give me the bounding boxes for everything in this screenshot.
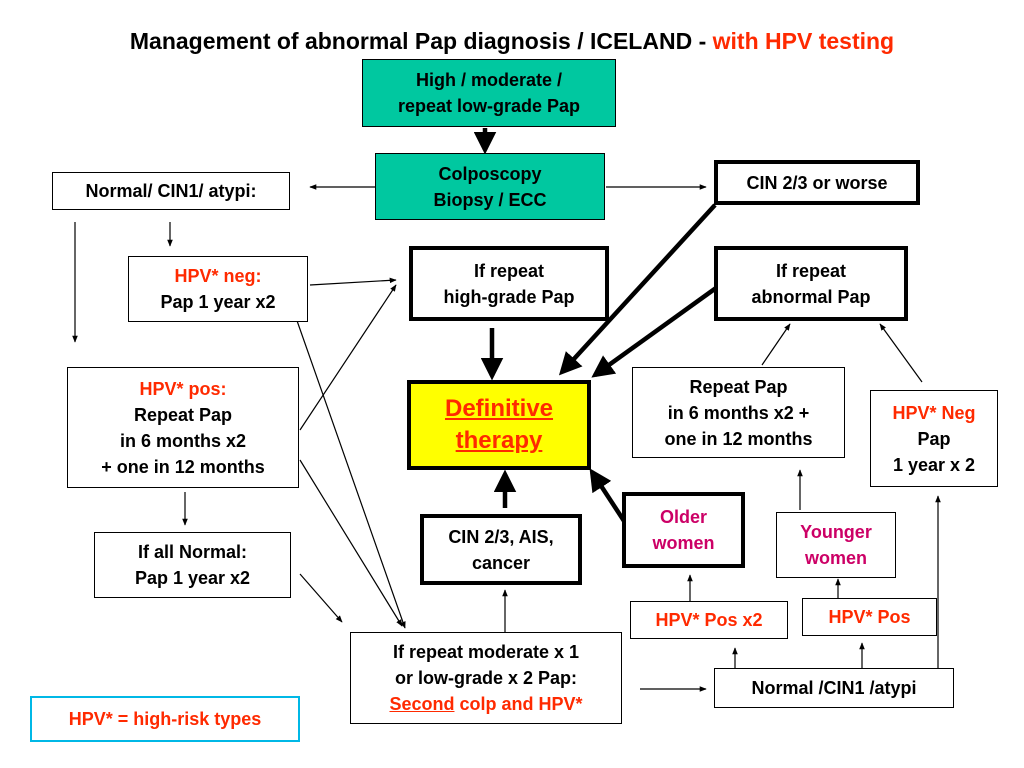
legend-box: HPV* = high-risk types — [30, 696, 300, 742]
node-normal-bottom: Normal /CIN1 /atypi — [714, 668, 954, 708]
node-colposcopy: Colposcopy Biopsy / ECC — [375, 153, 605, 220]
node-cin23-text: CIN 2/3 or worse — [746, 172, 888, 193]
node-hpv-neg-right: HPV* Neg Pap 1 year x 2 — [870, 390, 998, 487]
node-younger-line1: Younger — [800, 522, 872, 542]
arrow-abnormal-to-definitive — [591, 286, 718, 378]
node-hpv-pos-left: HPV* pos: Repeat Pap in 6 months x2 + on… — [67, 367, 299, 488]
node-cin23-worse: CIN 2/3 or worse — [714, 160, 920, 205]
node-hpv-pos-left-label: HPV* pos: — [139, 378, 227, 399]
node-hpv-neg-right-label: HPV* Neg — [892, 402, 976, 423]
node-hpv-pos-x2-text: HPV* Pos x2 — [655, 610, 763, 630]
arrow-hpvpos-to-repeathigh — [299, 284, 397, 431]
node-hpv-pos-left-line1: Repeat Pap — [133, 404, 233, 425]
node-younger-line2: women — [804, 548, 867, 568]
node-normal-bottom-text: Normal /CIN1 /atypi — [751, 678, 917, 698]
arrow-hpvneg-to-moderate — [294, 314, 406, 629]
node-start-line1: High / moderate / — [415, 70, 563, 90]
node-cin-ais-line1: CIN 2/3, AIS, — [448, 526, 554, 547]
node-hpv-neg-right-line2: 1 year x 2 — [892, 454, 976, 475]
node-start-line2: repeat low-grade Pap — [397, 96, 581, 116]
node-older-line2: women — [652, 533, 715, 553]
arrow-allnormal-to-moderate — [299, 573, 343, 623]
arrow-cin23-to-definitive — [558, 203, 717, 376]
node-cin-ais-cancer: CIN 2/3, AIS, cancer — [420, 514, 582, 585]
node-definitive-line2: therapy — [455, 427, 543, 454]
title-highlight: with HPV testing — [712, 28, 895, 54]
page-title: Management of abnormal Pap diagnosis / I… — [0, 26, 1024, 56]
arrow-hpvpos-to-moderate — [299, 459, 403, 627]
node-all-normal: If all Normal: Pap 1 year x2 — [94, 532, 291, 598]
node-colposcopy-line1: Colposcopy — [438, 163, 542, 184]
node-repeat-abnormal: If repeat abnormal Pap — [714, 246, 908, 321]
node-all-normal-line1: If all Normal: — [137, 542, 248, 562]
node-repeat-high-line1: If repeat — [473, 260, 545, 281]
node-repeat-moderate-line3: Second colp and HPV* — [389, 691, 582, 717]
arrow-hpvneg-to-repeathigh — [309, 277, 397, 286]
node-repeat-moderate: If repeat moderate x 1 or low-grade x 2 … — [350, 632, 622, 724]
second-colp-rest: colp and HPV* — [454, 694, 583, 714]
node-cin-ais-line2: cancer — [471, 552, 531, 573]
arrow-older-to-definitive — [589, 468, 628, 526]
node-normal-top-text: Normal/ CIN1/ atypi: — [85, 181, 257, 201]
node-colposcopy-line2: Biopsy / ECC — [433, 189, 547, 210]
node-older-line1: Older — [659, 507, 707, 527]
node-definitive-therapy: Definitive therapy — [407, 380, 591, 470]
title-main: Management of abnormal Pap diagnosis / I… — [129, 28, 713, 54]
node-hpv-neg-left-text: Pap 1 year x2 — [160, 292, 276, 312]
second-colp-underlined: Second — [389, 694, 455, 714]
node-hpv-neg-left: HPV* neg: Pap 1 year x2 — [128, 256, 308, 322]
arrow-hpvneg-to-abnormal — [879, 323, 923, 383]
node-repeat-abnormal-line1: If repeat — [775, 260, 847, 281]
legend-text: HPV* = high-risk types — [68, 709, 262, 729]
node-repeat-abnormal-line2: abnormal Pap — [751, 286, 871, 307]
node-repeat-high: If repeat high-grade Pap — [409, 246, 609, 321]
node-repeat-pap-right-line1: Repeat Pap — [689, 376, 788, 397]
node-older-women: Older women — [622, 492, 745, 568]
node-repeat-pap-right-line2: in 6 months x2 + — [667, 402, 810, 423]
node-repeat-moderate-line1: If repeat moderate x 1 — [392, 642, 580, 662]
node-repeat-high-line2: high-grade Pap — [443, 286, 575, 307]
node-repeat-moderate-line2: or low-grade x 2 Pap: — [394, 668, 578, 688]
node-hpv-pos-left-line3: + one in 12 months — [101, 456, 265, 477]
node-start: High / moderate / repeat low-grade Pap — [362, 59, 616, 127]
node-definitive-line1: Definitive — [444, 395, 554, 422]
node-hpv-neg-right-line1: Pap — [917, 428, 951, 449]
node-repeat-pap-right-line3: one in 12 months — [664, 428, 813, 449]
node-normal-top: Normal/ CIN1/ atypi: — [52, 172, 290, 210]
node-hpv-neg-left-label: HPV* neg: — [174, 266, 262, 286]
node-hpv-pos-text: HPV* Pos — [828, 607, 911, 627]
node-hpv-pos-left-line2: in 6 months x2 — [119, 430, 247, 451]
node-hpv-pos-x2: HPV* Pos x2 — [630, 601, 788, 639]
node-hpv-pos: HPV* Pos — [802, 598, 937, 636]
node-repeat-pap-right: Repeat Pap in 6 months x2 + one in 12 mo… — [632, 367, 845, 458]
node-all-normal-line2: Pap 1 year x2 — [134, 568, 251, 588]
arrow-repeatpap-to-abnormal — [761, 323, 791, 366]
node-younger-women: Younger women — [776, 512, 896, 578]
